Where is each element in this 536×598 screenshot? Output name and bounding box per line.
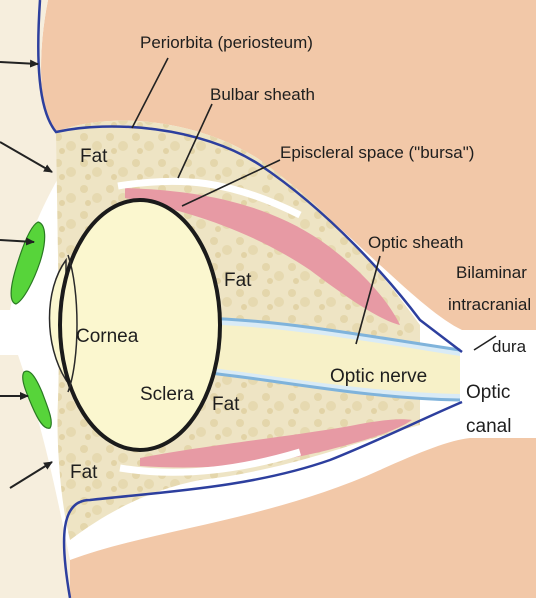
label-optic-nerve: Optic nerve <box>330 366 427 387</box>
label-bulbar-sheath: Bulbar sheath <box>210 85 315 104</box>
label-fat-upper-right: Fat <box>224 270 252 291</box>
eyeball-sclera <box>60 200 220 450</box>
label-bilaminar-line-3: dura <box>492 337 527 356</box>
label-fat-upper-left: Fat <box>80 146 108 167</box>
label-sclera: Sclera <box>140 384 194 405</box>
label-optic-canal-1: Optic <box>466 382 510 403</box>
label-optic-sheath: Optic sheath <box>368 233 463 252</box>
label-bilaminar-line-2: intracranial <box>448 295 531 314</box>
label-optic-canal-2: canal <box>466 416 511 437</box>
label-fat-lower-left: Fat <box>70 462 98 483</box>
label-episcleral-space: Episcleral space ("bursa") <box>280 143 474 162</box>
label-cornea: Cornea <box>76 326 139 347</box>
label-periorbita: Periorbita (periosteum) <box>140 33 313 52</box>
label-bilaminar-line-1: Bilaminar <box>456 263 527 282</box>
label-fat-lower-middle: Fat <box>212 394 240 415</box>
